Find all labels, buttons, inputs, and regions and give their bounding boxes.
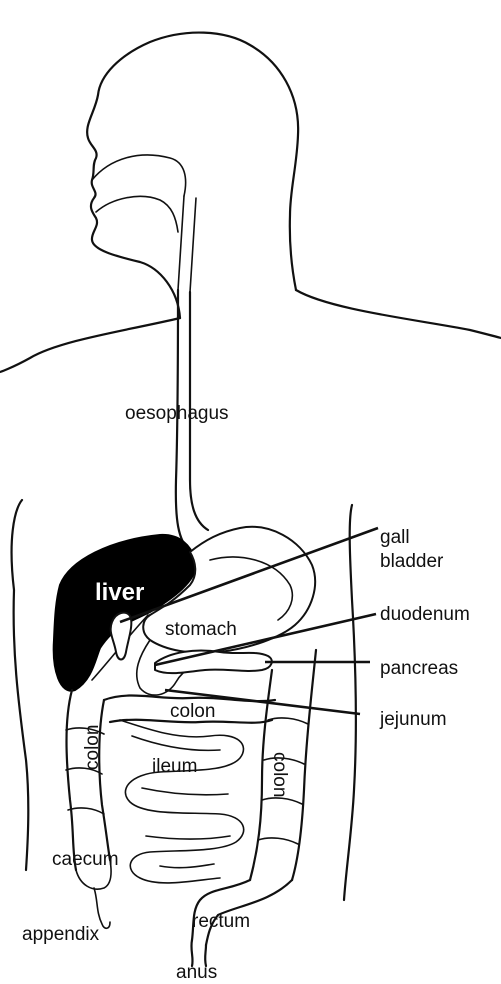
label-gall-bladder-line2: bladder	[380, 551, 444, 572]
right-shoulder-outline	[296, 290, 501, 338]
label-pancreas: pancreas	[380, 658, 458, 679]
label-ileum: ileum	[152, 756, 197, 777]
label-appendix: appendix	[22, 924, 100, 945]
label-rectum: rectum	[192, 911, 250, 932]
label-duodenum: duodenum	[380, 604, 470, 625]
label-colon-left: colon	[82, 725, 103, 770]
nasal-cavity	[92, 155, 186, 196]
label-caecum: caecum	[52, 849, 119, 870]
appendix-shape	[94, 888, 110, 928]
label-colon-transverse: colon	[170, 701, 215, 722]
label-colon-right: colon	[269, 752, 290, 797]
label-oesophagus: oesophagus	[125, 403, 229, 424]
body-outline	[0, 33, 501, 900]
label-liver: liver	[95, 579, 144, 606]
small-intestine-loops	[120, 720, 244, 883]
left-shoulder-outline	[0, 318, 180, 372]
right-torso-outline	[344, 505, 356, 900]
label-anus: anus	[176, 962, 217, 983]
left-torso-outline	[12, 500, 29, 870]
labels: oesophagus liver gall bladder duodenum s…	[22, 403, 470, 983]
label-gall-bladder-line1: gall	[380, 527, 410, 548]
pharynx	[178, 196, 196, 292]
mouth-cavity	[96, 196, 178, 232]
label-stomach: stomach	[165, 619, 237, 640]
label-jejunum: jejunum	[379, 709, 447, 730]
small-intestine-group	[120, 720, 244, 883]
ascending-colon	[67, 690, 111, 870]
head-outline	[87, 33, 298, 318]
